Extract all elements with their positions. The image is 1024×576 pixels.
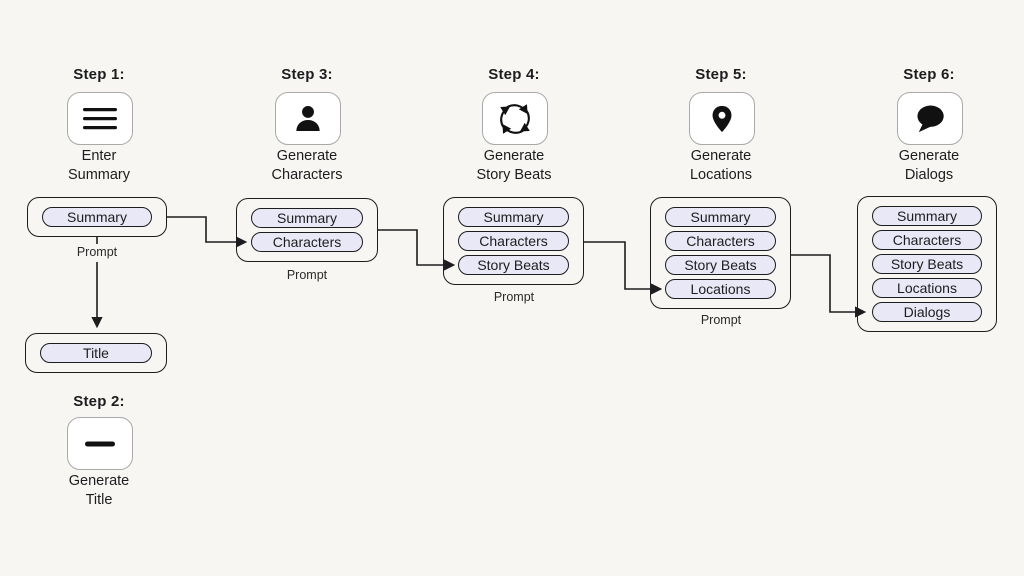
step-4-action-line2: Story Beats <box>476 167 552 183</box>
location-pin-icon <box>712 105 732 132</box>
pill-summary: Summary <box>872 206 982 226</box>
connector-step3-to-step4 <box>378 229 456 271</box>
prompt-box-step-3: Summary Characters <box>236 198 378 262</box>
step-1-label: Step 1: <box>73 66 125 83</box>
dash-icon <box>85 441 115 446</box>
step-6-action-line2: Dialogs <box>904 167 954 183</box>
title-output-box: Title <box>25 333 167 373</box>
prompt-caption-step-1: Prompt <box>67 245 127 260</box>
step-6-icon-box <box>897 92 963 145</box>
step-1-icon-box <box>67 92 133 145</box>
pill-summary: Summary <box>665 207 776 227</box>
pill-title: Title <box>40 343 152 363</box>
connector-step5-to-step6 <box>791 254 867 318</box>
pill-story-beats: Story Beats <box>665 255 776 275</box>
pill-locations: Locations <box>665 279 776 299</box>
prompt-caption-step-4: Prompt <box>484 290 544 305</box>
step-1-action: Enter Summary <box>19 147 179 185</box>
pill-summary: Summary <box>251 208 363 228</box>
step-4-action-line1: Generate <box>483 148 545 164</box>
pill-story-beats: Story Beats <box>872 254 982 274</box>
step-1-action-line2: Summary <box>67 167 131 183</box>
pill-characters: Characters <box>251 232 363 252</box>
person-icon <box>296 105 320 131</box>
cycle-icon <box>500 103 530 134</box>
step-5-action-line2: Locations <box>689 167 753 183</box>
connector-step4-to-step5 <box>584 241 663 295</box>
step-4-action: Generate Story Beats <box>434 147 594 185</box>
step-3-action-line1: Generate <box>276 148 338 164</box>
step-2-action-line2: Title <box>85 492 113 508</box>
speech-bubble-icon <box>917 105 944 132</box>
pill-locations: Locations <box>872 278 982 298</box>
prompt-box-step-4: Summary Characters Story Beats <box>443 197 584 285</box>
step-2-action-line1: Generate <box>68 473 130 489</box>
step-3-label: Step 3: <box>281 66 333 83</box>
step-6-action-line1: Generate <box>898 148 960 164</box>
pill-dialogs: Dialogs <box>872 302 982 322</box>
step-3-icon-box <box>275 92 341 145</box>
pill-summary: Summary <box>42 207 152 227</box>
step-4-label: Step 4: <box>488 66 540 83</box>
connector-step1-to-step3 <box>167 216 248 248</box>
step-2-action: Generate Title <box>19 472 179 510</box>
prompt-box-step-6: Summary Characters Story Beats Locations… <box>857 196 997 332</box>
step-6-label: Step 6: <box>903 66 955 83</box>
pill-summary: Summary <box>458 207 569 227</box>
menu-icon <box>83 107 117 129</box>
step-5-action-line1: Generate <box>690 148 752 164</box>
step-1-action-line1: Enter <box>81 148 117 164</box>
step-5-action: Generate Locations <box>641 147 801 185</box>
pill-characters: Characters <box>665 231 776 251</box>
step-5-icon-box <box>689 92 755 145</box>
step-6-action: Generate Dialogs <box>849 147 1009 185</box>
step-2-label: Step 2: <box>73 393 125 410</box>
pill-characters: Characters <box>458 231 569 251</box>
prompt-caption-step-5: Prompt <box>691 313 751 328</box>
step-3-action: Generate Characters <box>227 147 387 185</box>
prompt-caption-step-3: Prompt <box>277 268 337 283</box>
pill-story-beats: Story Beats <box>458 255 569 275</box>
pill-characters: Characters <box>872 230 982 250</box>
prompt-box-step-1: Summary <box>27 197 167 237</box>
step-4-icon-box <box>482 92 548 145</box>
step-5-label: Step 5: <box>695 66 747 83</box>
step-3-action-line2: Characters <box>271 167 343 183</box>
step-2-icon-box <box>67 417 133 470</box>
prompt-box-step-5: Summary Characters Story Beats Locations <box>650 197 791 309</box>
